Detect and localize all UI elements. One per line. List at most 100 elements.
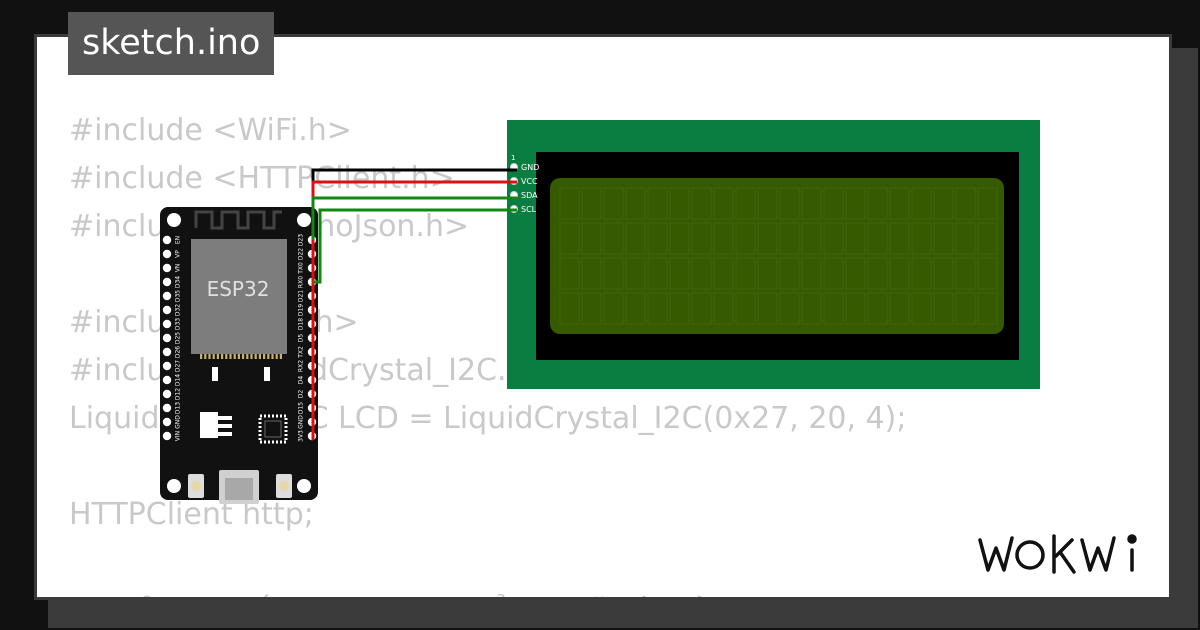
esp32-pin[interactable] [162,291,172,301]
lcd-char-cell [977,292,998,325]
esp32-pin[interactable] [162,263,172,273]
lcd-pin-one-label: 1 [511,154,515,162]
lcd-char-cell [713,292,734,325]
esp32-pin-label: D18 [298,318,305,330]
esp32-pin[interactable] [162,249,172,259]
lcd-char-cell [889,292,910,325]
lcd-char-cell [933,222,954,255]
usb-uart-chip-core [264,420,282,438]
esp32-pin-label: D12 [175,388,182,400]
lcd-char-cell [669,292,690,325]
esp32-module [191,239,287,354]
lcd-char-cell [933,187,954,220]
esp32-pin-label: D2 [298,390,305,399]
reset-button-cap [279,481,289,491]
lcd-char-cell [933,257,954,290]
regulator-leg [218,432,232,436]
esp32-pin-label: TX2 [298,346,305,359]
esp32-pin-label: VP [175,250,182,258]
esp32-pin[interactable] [162,347,172,357]
lcd-char-cell [757,187,778,220]
module-pad [279,354,282,359]
lcd-char-cell [779,257,800,290]
module-pad [246,354,249,359]
esp32-pin[interactable] [162,319,172,329]
esp32-pin-label: RX0 [298,276,305,288]
esp32-pin[interactable] [162,277,172,287]
module-pad [212,354,215,359]
lcd-char-cell [625,187,646,220]
mounting-hole [297,479,311,493]
lcd-char-cell [581,222,602,255]
micro-usb-opening [225,478,253,500]
esp32-pin-label: GND [298,415,305,429]
module-pad [229,354,232,359]
esp32-pin[interactable] [162,375,172,385]
lcd-char-cell [977,222,998,255]
lcd-char-cell [911,292,932,325]
smd-component [212,367,218,381]
code-line: HTTPClient http; [69,497,314,532]
esp32-pin-label: D13 [175,402,182,414]
mounting-hole [167,213,181,227]
module-pad [200,354,203,359]
lcd-char-cell [889,187,910,220]
esp32-pin-label: EN [175,236,182,244]
esp32-pin[interactable] [162,403,172,413]
esp32-pin-label: D25 [175,332,182,344]
lcd-char-cell [955,257,976,290]
lcd-char-cell [823,257,844,290]
esp32-pin[interactable] [162,431,172,441]
module-pad [258,354,261,359]
lcd-char-cell [559,222,580,255]
lcd-char-cell [889,222,910,255]
module-pad [250,354,253,359]
lcd-char-cell [625,292,646,325]
esp32-pin[interactable] [162,305,172,315]
lcd-char-cell [625,257,646,290]
lcd-char-cell [867,222,888,255]
lcd-char-cell [735,222,756,255]
esp32-pin-label: D15 [298,402,305,414]
module-pad [242,354,245,359]
lcd-char-cell [669,222,690,255]
module-pad [271,354,274,359]
lcd-char-cell [779,222,800,255]
voltage-regulator [200,412,218,438]
esp32-chip-label: ESP32 [207,277,270,301]
lcd-pin-label: SDA [521,191,538,200]
esp32-pin[interactable] [162,389,172,399]
wire-vcc[interactable] [311,180,517,440]
module-pad [263,354,266,359]
lcd-char-cell [867,257,888,290]
esp32-pin-label: D14 [175,374,182,386]
wire-scl[interactable] [313,208,517,284]
boot-button-cap [191,481,201,491]
lcd-char-cell [669,187,690,220]
lcd-char-cell [801,257,822,290]
code-line: #include <HTTPClient.h> [69,161,455,196]
esp32-pin[interactable] [162,417,172,427]
lcd-char-cell [559,257,580,290]
code-line: // Khởi tạo đối tượng JSON để lưu dữ liệ… [69,587,906,597]
esp32-pin[interactable] [162,333,172,343]
esp32-pin[interactable] [162,235,172,245]
esp32-pin-label: D32 [175,304,182,316]
esp32-pin-label: D21 [298,290,305,302]
wire-sda[interactable] [311,196,517,240]
lcd-pin-label: GND [521,163,539,172]
lcd-char-cell [779,187,800,220]
lcd-char-cell [955,222,976,255]
esp32-pin[interactable] [162,361,172,371]
lcd-char-cell [669,257,690,290]
lcd-pin-label: SCL [521,205,537,214]
esp32-pin-label: TX0 [298,262,305,275]
lcd-char-cell [801,292,822,325]
lcd-char-cell [801,222,822,255]
lcd-char-cell [757,292,778,325]
lcd-char-cell [823,187,844,220]
esp32-board[interactable]: ESP32 ENVPVND34D35D32D33D25D26D27D14D12D… [160,207,318,504]
smd-component [264,367,270,381]
